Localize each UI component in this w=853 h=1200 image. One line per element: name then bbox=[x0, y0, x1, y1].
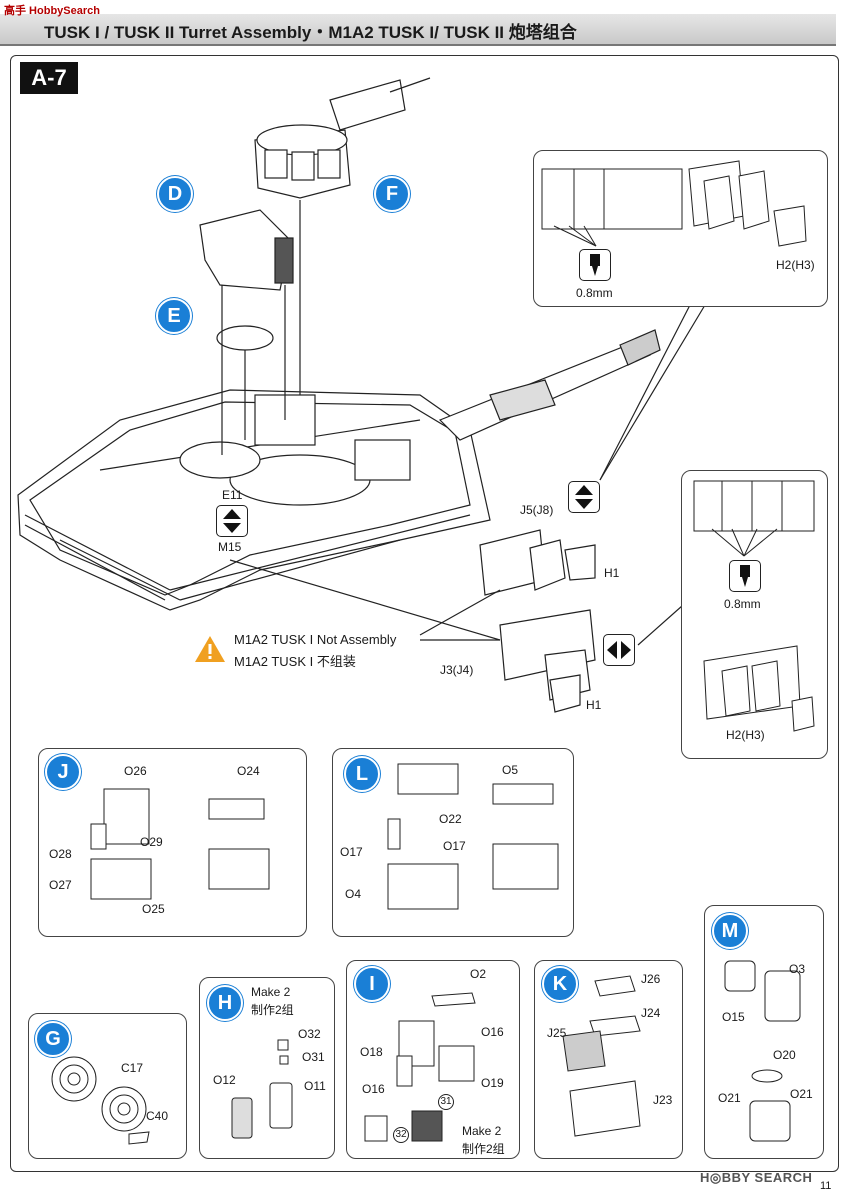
part-label-o17b: O17 bbox=[443, 839, 466, 853]
make-two-h-cn: 制作2组 bbox=[251, 1003, 294, 1017]
step-frame bbox=[10, 55, 839, 1172]
drill-icon bbox=[579, 249, 611, 281]
part-label-j24: J24 bbox=[641, 1006, 661, 1020]
part-label-o15: O15 bbox=[722, 1010, 745, 1024]
flip-updown-icon-2 bbox=[568, 481, 600, 513]
part-label-o4: O4 bbox=[345, 887, 362, 901]
part-label-m15: M15 bbox=[218, 540, 242, 554]
part-label-o16a: O16 bbox=[481, 1025, 504, 1039]
badge-k: K bbox=[542, 966, 578, 1002]
part-label-h1-bottom: H1 bbox=[586, 698, 602, 712]
part-label-o19: O19 bbox=[481, 1076, 504, 1090]
sub-l-drawing bbox=[387, 763, 559, 910]
part-label-h2-top: H2(H3) bbox=[776, 258, 815, 272]
drill-size-bottom: 0.8mm bbox=[724, 597, 761, 611]
footer-brand-logo: H◎BBY SEARCH bbox=[700, 1170, 813, 1185]
part-label-h2-bottom: H2(H3) bbox=[726, 728, 765, 742]
part-label-c40: C40 bbox=[146, 1109, 169, 1123]
part-label-o24: O24 bbox=[237, 764, 260, 778]
badge-l: L bbox=[344, 756, 380, 792]
part-label-h1-top: H1 bbox=[604, 566, 620, 580]
warning-line-1: M1A2 TUSK I Not Assembly bbox=[234, 632, 397, 647]
make-two-i-cn: 制作2组 bbox=[462, 1142, 505, 1156]
part-label-o26: O26 bbox=[124, 764, 147, 778]
subassembly-drawings bbox=[199, 77, 431, 455]
part-label-o2: O2 bbox=[470, 967, 487, 981]
warning-line-2: M1A2 TUSK I 不组装 bbox=[234, 654, 356, 669]
part-label-o28: O28 bbox=[49, 847, 72, 861]
step-ref-32: 32 bbox=[393, 1127, 409, 1143]
part-label-o5: O5 bbox=[502, 763, 519, 777]
part-label-o27: O27 bbox=[49, 878, 72, 892]
part-label-o17a: O17 bbox=[340, 845, 363, 859]
subassembly-g-box bbox=[28, 1013, 187, 1159]
badge-j: J bbox=[45, 754, 81, 790]
part-label-o32: O32 bbox=[298, 1027, 321, 1041]
subassembly-k-box bbox=[534, 960, 683, 1159]
part-label-j25: J25 bbox=[547, 1026, 567, 1040]
part-label-o29: O29 bbox=[140, 835, 163, 849]
sub-m-drawing bbox=[724, 960, 801, 1142]
badge-i: I bbox=[354, 966, 390, 1002]
part-label-o25: O25 bbox=[142, 902, 165, 916]
watermark-logo: 高手 HobbySearch bbox=[4, 5, 100, 17]
armor-panels-drawing bbox=[229, 304, 706, 713]
header-bar bbox=[0, 14, 836, 46]
step-label: A-7 bbox=[20, 62, 78, 94]
callout-top-drawing bbox=[541, 160, 807, 247]
part-label-o16b: O16 bbox=[362, 1082, 385, 1096]
make-two-i: Make 2 bbox=[462, 1124, 502, 1138]
subassembly-j-box bbox=[38, 748, 307, 937]
page-header: 高手 HobbySearch TUSK I / TUSK II Turret A… bbox=[0, 5, 853, 46]
sub-i-drawing bbox=[364, 992, 476, 1142]
part-label-o31: O31 bbox=[302, 1050, 325, 1064]
callout-bottom-drawing bbox=[693, 480, 815, 732]
page-number: 11 bbox=[820, 1180, 832, 1192]
make-two-h: Make 2 bbox=[251, 985, 291, 999]
part-label-o18: O18 bbox=[360, 1045, 383, 1059]
sub-g-drawing bbox=[51, 1056, 150, 1145]
badge-d: D bbox=[157, 176, 193, 212]
part-label-j5: J5(J8) bbox=[520, 503, 554, 517]
callout-top bbox=[533, 150, 828, 307]
badge-f: F bbox=[374, 176, 410, 212]
badge-h: H bbox=[207, 985, 243, 1021]
drill-size-top: 0.8mm bbox=[576, 286, 613, 300]
part-label-o21b: O21 bbox=[790, 1087, 813, 1101]
part-label-j26: J26 bbox=[641, 972, 661, 986]
warning-icon bbox=[195, 636, 225, 662]
sub-j-drawing bbox=[90, 788, 270, 900]
part-label-j3: J3(J4) bbox=[440, 663, 474, 677]
part-label-c17: C17 bbox=[121, 1061, 144, 1075]
step-ref-31: 31 bbox=[438, 1094, 454, 1110]
drill-icon-2 bbox=[729, 560, 761, 592]
part-label-j23: J23 bbox=[653, 1093, 673, 1107]
part-label-o20: O20 bbox=[773, 1048, 796, 1062]
part-label-e11: E11 bbox=[222, 488, 243, 502]
part-label-o21a: O21 bbox=[718, 1091, 741, 1105]
callout-bottom bbox=[681, 470, 828, 759]
part-label-o22: O22 bbox=[439, 812, 462, 826]
flip-leftright-icon bbox=[603, 634, 635, 666]
sub-h-drawing bbox=[231, 1039, 293, 1139]
turret-body-drawing bbox=[17, 329, 661, 611]
sub-k-drawing bbox=[562, 975, 641, 1137]
part-label-o11: O11 bbox=[304, 1079, 326, 1093]
flip-updown-icon bbox=[216, 505, 248, 537]
page-title: TUSK I / TUSK II Turret Assembly・M1A2 TU… bbox=[44, 23, 577, 42]
part-label-o12: O12 bbox=[213, 1073, 236, 1087]
badge-g: G bbox=[35, 1021, 71, 1057]
badge-e: E bbox=[156, 298, 192, 334]
badge-m: M bbox=[712, 913, 748, 949]
part-label-o3: O3 bbox=[789, 962, 806, 976]
